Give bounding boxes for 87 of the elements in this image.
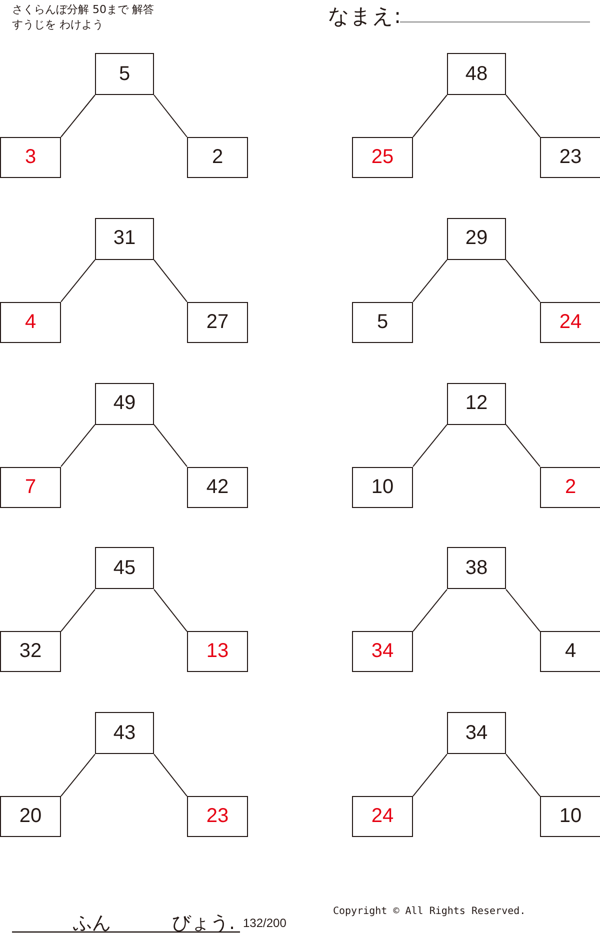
number: 38: [465, 556, 488, 580]
connector-line: [154, 94, 188, 138]
answer-box: [0, 302, 61, 343]
connector-line: [412, 259, 448, 302]
number: 34: [371, 640, 394, 664]
number: 42: [206, 476, 229, 499]
total-box: [447, 218, 506, 260]
answer-box: [352, 796, 413, 838]
answer-box: [352, 137, 413, 178]
total-box: [447, 547, 506, 590]
connector-line: [412, 588, 448, 632]
part-box: [540, 796, 600, 838]
answer-box: [187, 631, 248, 672]
copyright-text: Copyright © All Rights Reserved.: [333, 906, 526, 917]
total-box: [95, 53, 154, 95]
number: 27: [206, 310, 229, 334]
connector-line: [412, 754, 448, 797]
number: 24: [559, 310, 582, 334]
connector-line: [154, 424, 188, 468]
number: 13: [206, 640, 229, 664]
connector-line: [154, 259, 188, 302]
total-box: [95, 547, 154, 590]
connector-line: [60, 94, 96, 138]
connector-line: [506, 94, 540, 138]
number: 43: [113, 722, 136, 745]
connector-line: [154, 754, 188, 797]
part-box: [540, 631, 600, 672]
connector-line: [412, 94, 448, 138]
subtitle: すうじを わけよう: [12, 17, 104, 32]
answer-box: [540, 302, 600, 343]
number: 23: [206, 805, 229, 828]
number: 10: [371, 476, 394, 499]
answer-box: [0, 137, 61, 178]
number: 20: [19, 805, 42, 828]
part-box: [352, 466, 413, 508]
number: 25: [371, 146, 394, 169]
connector-line: [60, 754, 96, 797]
part-box: [187, 466, 248, 508]
number: 3: [24, 146, 36, 169]
number: 12: [465, 392, 488, 416]
part-box: [187, 302, 248, 343]
worksheet-title: さくらんぼ分解 50まで 解答: [12, 2, 154, 17]
connector-line: [60, 259, 96, 302]
connector-line: [60, 424, 96, 468]
part-box: [187, 137, 248, 178]
connector-line: [60, 588, 96, 632]
number: 34: [465, 722, 488, 745]
connector-line: [506, 259, 540, 302]
number: 24: [371, 805, 394, 828]
number: 10: [559, 805, 582, 828]
number: 48: [465, 62, 488, 86]
number: 49: [113, 392, 136, 416]
answer-box: [352, 631, 413, 672]
total-box: [95, 218, 154, 260]
total-box: [95, 712, 154, 754]
connector-line: [412, 424, 448, 468]
total-box: [447, 382, 506, 425]
answer-box: [540, 466, 600, 508]
score-text: 132/200: [243, 916, 286, 930]
number: 4: [564, 640, 576, 664]
part-box: [540, 137, 600, 178]
part-box: [0, 631, 61, 672]
connector-line: [506, 754, 540, 797]
number: 4: [24, 310, 36, 334]
part-box: [0, 796, 61, 838]
number: 2: [212, 146, 224, 169]
number: 5: [376, 310, 388, 334]
number: 45: [113, 556, 136, 580]
number: 32: [19, 640, 42, 664]
number: 23: [559, 146, 582, 169]
minutes-label: ふん: [73, 911, 111, 935]
seconds-label: びょう.: [172, 911, 236, 935]
number: 5: [118, 62, 130, 86]
number: 2: [564, 476, 576, 499]
number: 31: [113, 227, 136, 250]
part-box: [352, 302, 413, 343]
total-box: [95, 382, 154, 425]
connector-line: [506, 424, 540, 468]
number: 29: [465, 227, 488, 250]
connector-line: [506, 588, 540, 632]
answer-box: [187, 796, 248, 838]
total-box: [447, 712, 506, 754]
answer-box: [0, 466, 61, 508]
connector-line: [154, 588, 188, 632]
total-box: [447, 53, 506, 95]
number: 7: [24, 476, 36, 499]
name-label: なまえ:: [328, 3, 402, 30]
